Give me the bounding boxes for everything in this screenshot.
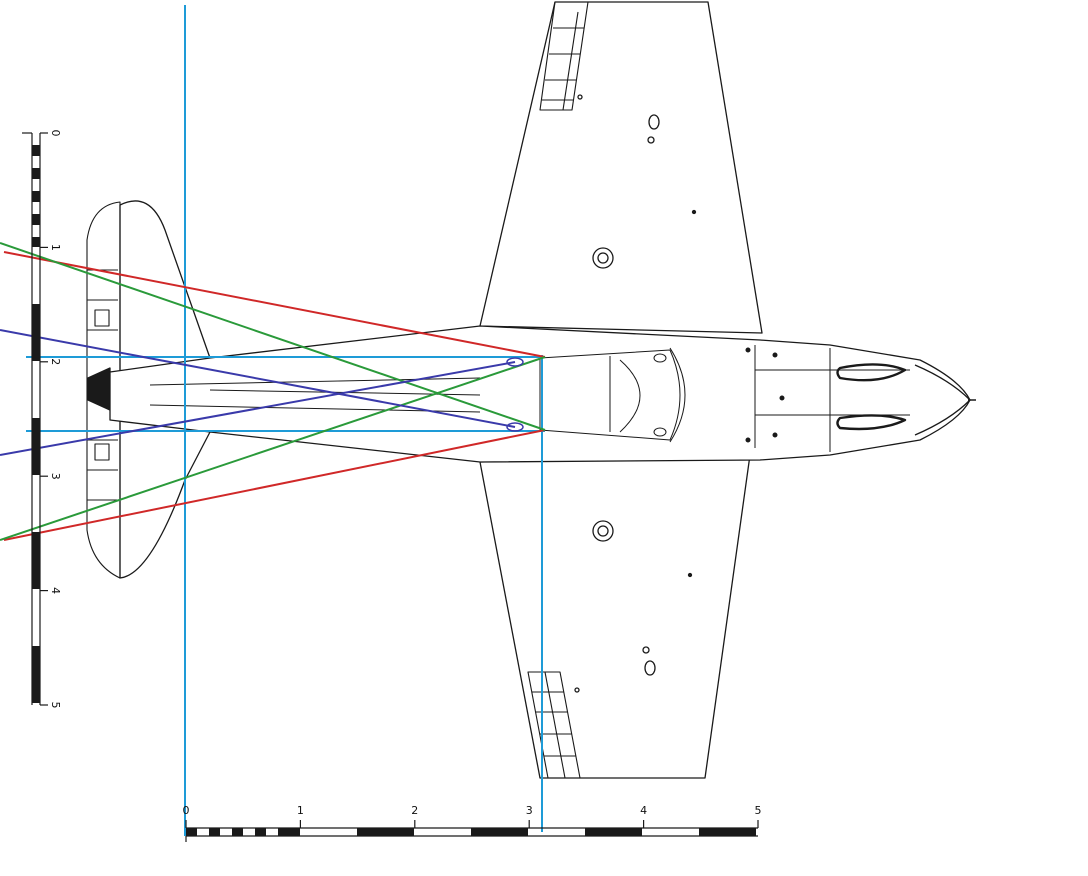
upper-wing xyxy=(479,1,763,334)
aircraft-plan-view xyxy=(86,1,976,779)
bottom-scale-label: 3 xyxy=(526,804,533,817)
left-scale-ticks: 0 1 2 3 4 5 xyxy=(40,130,62,709)
left-scale-label: 1 xyxy=(49,244,62,251)
left-scale-label: 5 xyxy=(49,702,62,709)
red-line-lower xyxy=(3,429,546,541)
left-scale-label: 0 xyxy=(49,130,62,137)
bottom-scale-major-segments xyxy=(357,828,756,836)
tail-exhaust xyxy=(87,367,111,411)
bottom-scale-ticks: 0 1 2 3 4 5 xyxy=(183,804,762,828)
blue-line-lower xyxy=(0,361,516,456)
upper-wing-flaps xyxy=(539,1,589,111)
green-line-upper xyxy=(0,242,546,431)
green-sight-lines xyxy=(0,242,546,541)
overlay-construction-lines xyxy=(0,5,546,836)
left-scale-fine-segments xyxy=(32,145,40,247)
red-sight-lines xyxy=(3,251,546,541)
bottom-scale-label: 1 xyxy=(297,804,304,817)
red-line-upper xyxy=(3,251,546,358)
left-scale-label: 2 xyxy=(49,358,62,365)
bottom-scale-label: 5 xyxy=(755,804,762,817)
left-scale-label: 3 xyxy=(49,473,62,480)
left-scale-major-segments xyxy=(32,304,40,703)
left-scale-label: 4 xyxy=(49,587,62,594)
bottom-scale-fine-segments xyxy=(186,828,300,836)
bottom-scale-label: 2 xyxy=(411,804,418,817)
green-line-lower xyxy=(0,356,546,541)
lower-wing-details xyxy=(574,209,697,693)
bottom-scale-label: 0 xyxy=(183,804,190,817)
bottom-scale-label: 4 xyxy=(640,804,647,817)
blue-sight-lines xyxy=(0,329,516,456)
lower-wing xyxy=(479,454,751,779)
left-scale-bar: 0 1 2 3 4 5 xyxy=(22,130,62,709)
reference-lines xyxy=(26,5,545,836)
bottom-scale-bar: 0 1 2 3 4 5 xyxy=(183,804,762,842)
upper-wing-details xyxy=(577,94,660,269)
air-intakes xyxy=(836,363,907,431)
blue-line-upper xyxy=(0,329,516,428)
